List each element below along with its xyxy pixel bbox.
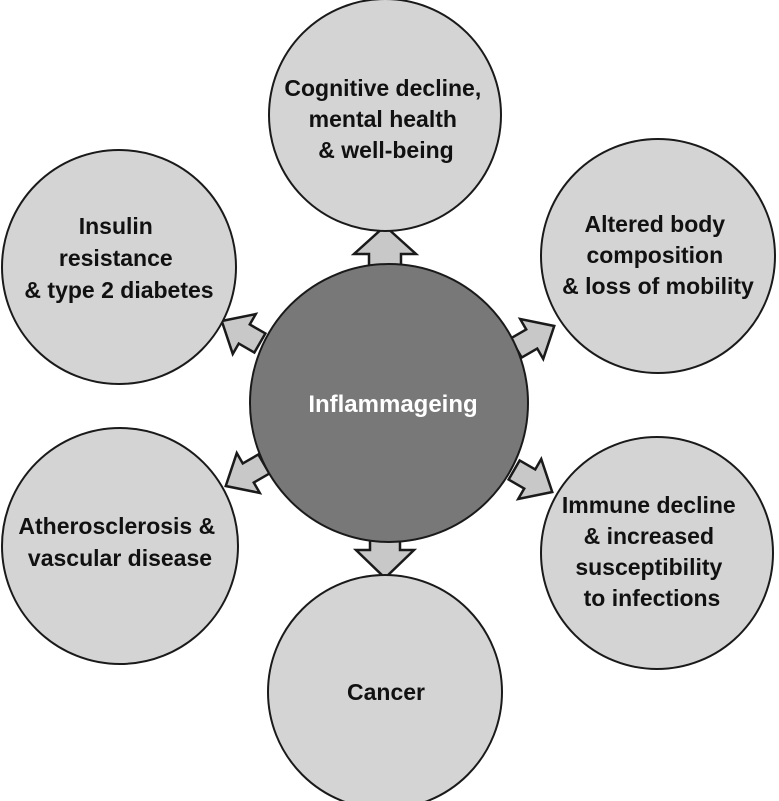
node-cognitive: Cognitive decline, mental health & well-… [268, 0, 502, 232]
node-insulin: Insulin resistance & type 2 diabetes [1, 149, 237, 385]
node-cancer: Cancer [267, 574, 503, 801]
node-cancer-label: Cancer [347, 679, 425, 705]
arrow-to-immune [506, 456, 554, 501]
arrow-to-insulin [220, 312, 268, 357]
arrow-to-vascular [224, 450, 272, 495]
node-vascular-label: Atherosclerosis & vascular disease [18, 513, 221, 571]
node-vascular: Atherosclerosis & vascular disease [1, 427, 239, 665]
node-immune: Immune decline & increased susceptibilit… [540, 436, 774, 670]
node-body-label: Altered body composition & loss of mobil… [562, 211, 754, 299]
node-cognitive-label: Cognitive decline, mental health & well-… [284, 75, 487, 163]
node-immune-label: Immune decline & increased susceptibilit… [562, 492, 742, 611]
node-body: Altered body composition & loss of mobil… [540, 138, 776, 374]
center-label: Inflammageing [308, 391, 477, 418]
center-node: Inflammageing [249, 263, 529, 543]
node-insulin-label: Insulin resistance & type 2 diabetes [24, 213, 213, 303]
arrow-to-body [508, 317, 556, 362]
